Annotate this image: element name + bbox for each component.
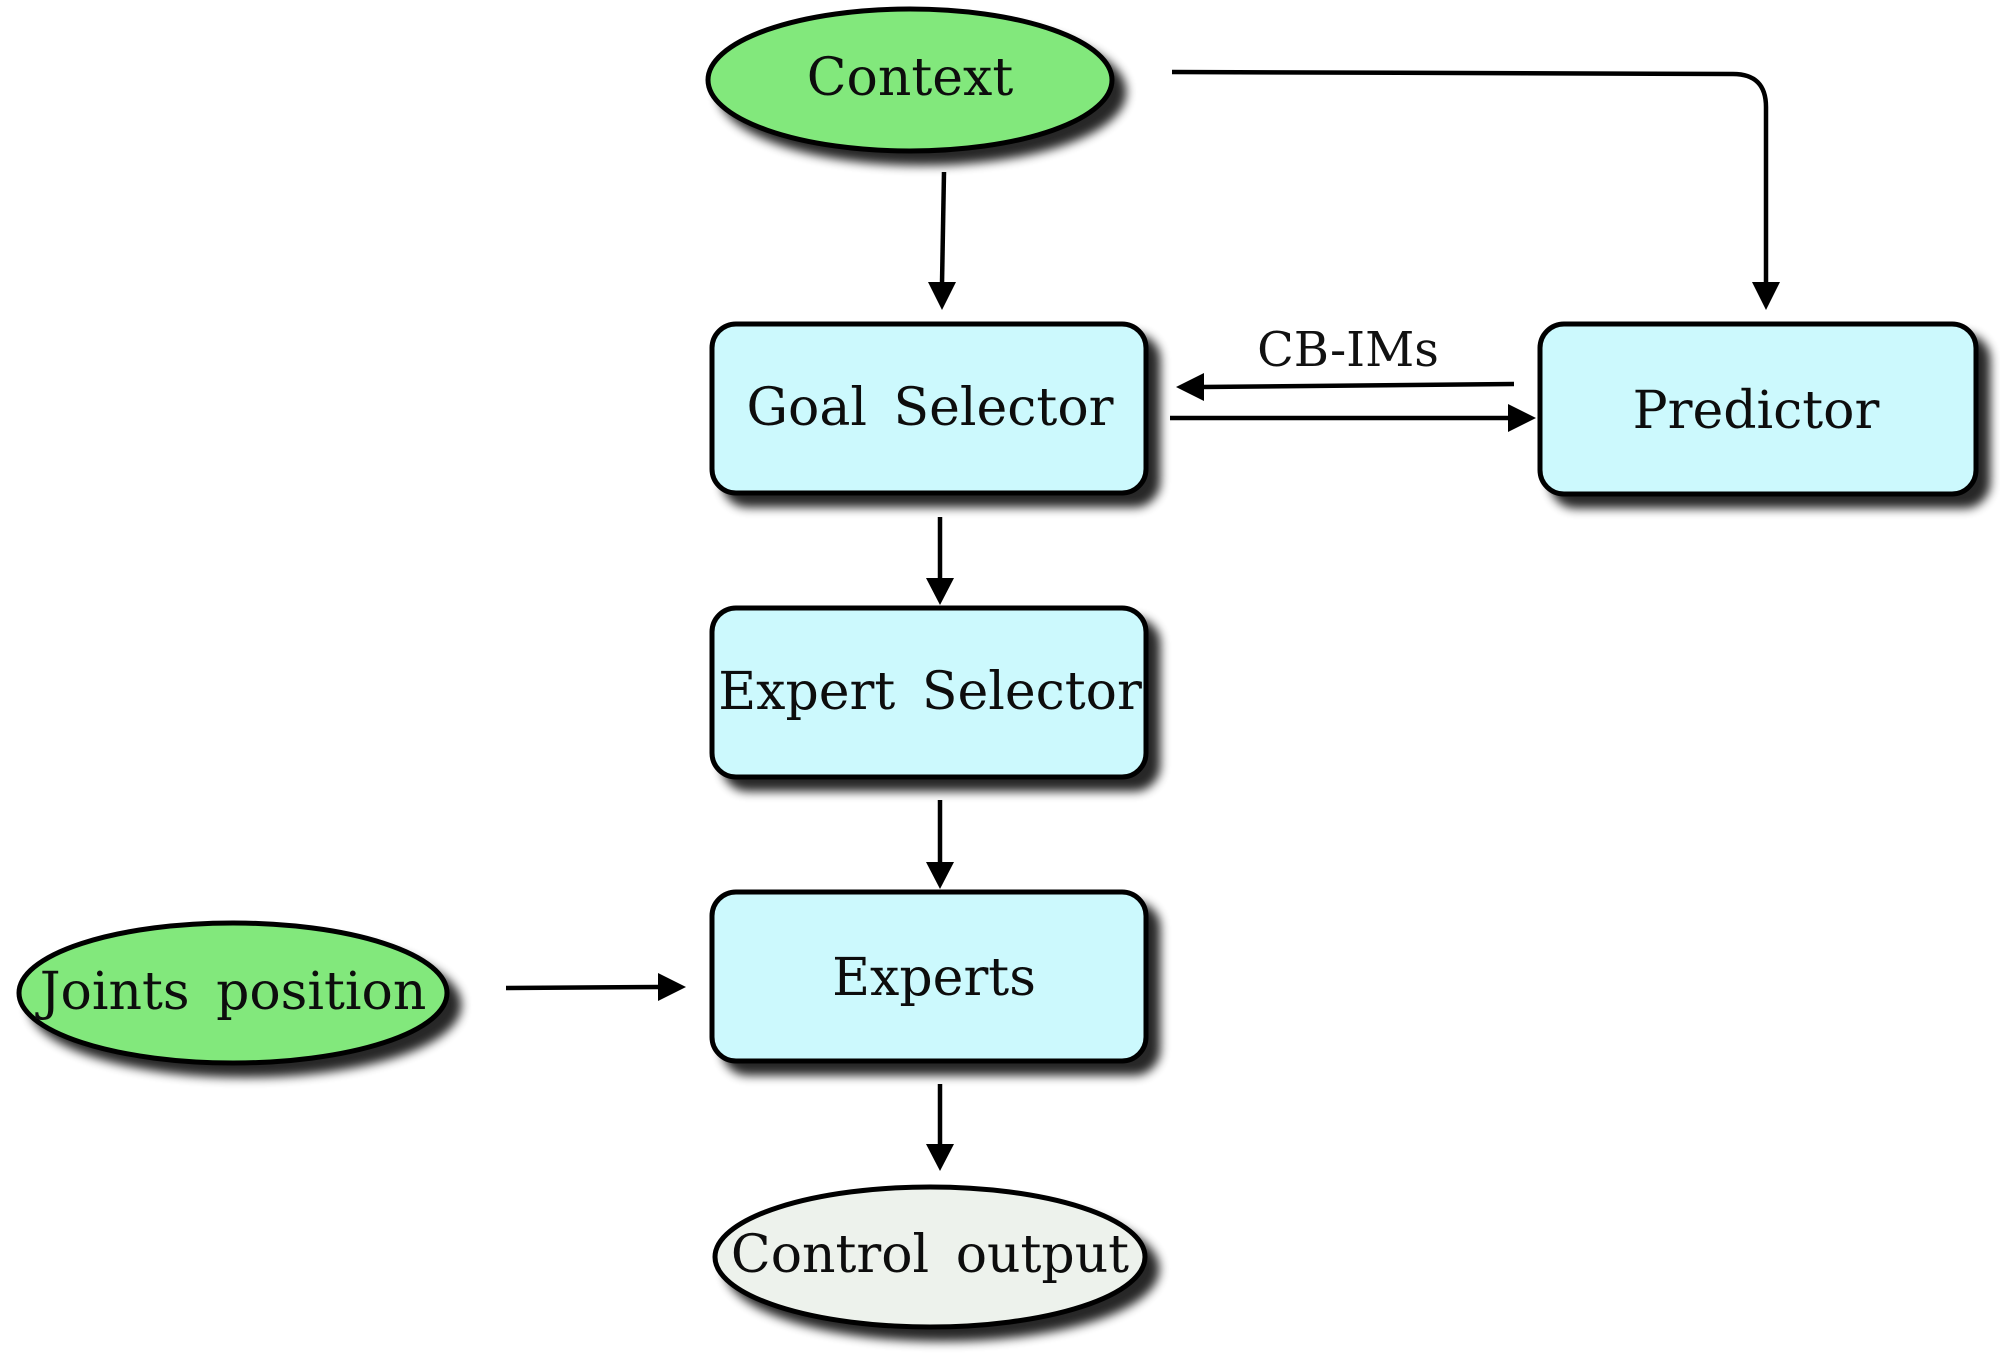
arrowhead-icon bbox=[1176, 373, 1204, 401]
node-shape bbox=[16, 920, 450, 1066]
edge-expert-selector-to-experts bbox=[926, 800, 954, 889]
arrowhead-icon bbox=[658, 973, 686, 1001]
node-shape bbox=[709, 605, 1149, 780]
node-shape bbox=[709, 889, 1149, 1064]
node-label: Expert Selector bbox=[718, 662, 1142, 722]
node-label: Experts bbox=[832, 948, 1036, 1008]
node-shape bbox=[712, 1184, 1148, 1330]
node-label: Predictor bbox=[1633, 381, 1880, 441]
node-control-output[interactable]: Control output bbox=[712, 1184, 1148, 1330]
arrowhead-icon bbox=[926, 1144, 954, 1171]
node-label: Context bbox=[807, 48, 1014, 108]
node-shape bbox=[1537, 321, 1979, 497]
node-goal-selector[interactable]: Goal Selector bbox=[709, 321, 1149, 496]
edge-line bbox=[505, 984, 661, 991]
node-label: Goal Selector bbox=[747, 378, 1114, 438]
node-experts[interactable]: Experts bbox=[709, 889, 1149, 1064]
arrowhead-icon bbox=[1752, 282, 1780, 310]
node-joints-position[interactable]: Joints position bbox=[16, 920, 450, 1066]
node-predictor[interactable]: Predictor bbox=[1537, 321, 1979, 497]
edge-context-to-goal-selector bbox=[928, 171, 956, 310]
edge-goal-selector-to-predictor bbox=[1170, 404, 1536, 432]
node-shape bbox=[705, 6, 1115, 154]
edge-label-cb-ims: CB-IMs bbox=[1257, 322, 1439, 378]
edge-line bbox=[1201, 381, 1515, 390]
edge-line bbox=[939, 171, 947, 285]
nodes: Context Goal Selector Predictor Expert S… bbox=[16, 6, 1979, 1330]
edge-experts-to-control-output bbox=[926, 1084, 954, 1171]
edges: CB-IMs bbox=[505, 69, 1780, 1171]
edge-predictor-to-goal-selector: CB-IMs bbox=[1176, 322, 1515, 401]
edge-joints-position-to-experts bbox=[505, 973, 686, 1001]
arrowhead-icon bbox=[1508, 404, 1536, 432]
edge-line bbox=[1171, 69, 1769, 284]
edge-goal-selector-to-expert-selector bbox=[926, 517, 954, 605]
node-label: Joints position bbox=[35, 962, 427, 1022]
node-shape bbox=[709, 321, 1149, 496]
arrowhead-icon bbox=[928, 282, 956, 310]
node-context[interactable]: Context bbox=[705, 6, 1115, 154]
arrowhead-icon bbox=[926, 862, 954, 889]
node-label: Control output bbox=[731, 1225, 1129, 1285]
edge-context-to-predictor bbox=[1171, 69, 1780, 310]
arrowhead-icon bbox=[926, 578, 954, 605]
node-expert-selector[interactable]: Expert Selector bbox=[709, 605, 1149, 780]
